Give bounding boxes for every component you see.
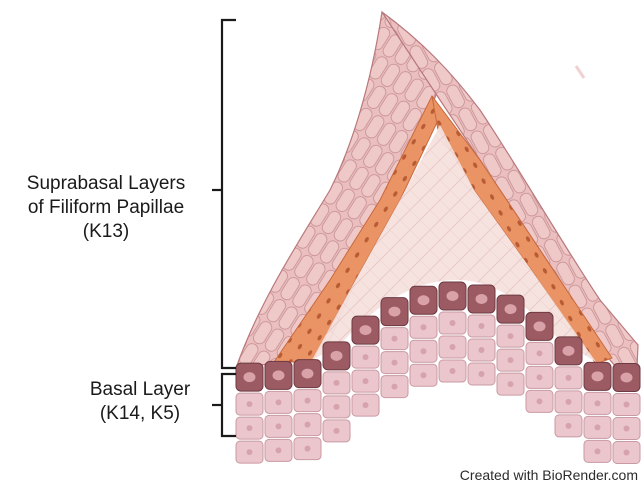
basal-cell-nucleus	[273, 370, 285, 380]
lower-cell-nucleus	[276, 447, 282, 453]
lower-cell-nucleus	[421, 372, 427, 378]
lower-cell-nucleus	[247, 449, 253, 455]
basal-cell-nucleus	[389, 307, 401, 317]
lower-cell-nucleus	[537, 374, 543, 380]
lower-cell-nucleus	[392, 360, 398, 366]
basal-cell-nucleus	[447, 291, 459, 301]
lower-cell-nucleus	[247, 401, 253, 407]
lower-cell-nucleus	[595, 400, 601, 406]
lower-cell-nucleus	[595, 448, 601, 454]
suprabasal-label-line2: of Filiform Papillae	[6, 196, 206, 220]
lower-cell-nucleus	[566, 399, 572, 405]
suprabasal-bracket	[212, 20, 236, 368]
lower-cell-nucleus	[247, 425, 253, 431]
lower-cell-nucleus	[566, 423, 572, 429]
biorender-credit: Created with BioRender.com	[460, 467, 638, 483]
lower-cell-nucleus	[276, 423, 282, 429]
basal-cell-nucleus	[592, 371, 604, 381]
suprabasal-label-line3: (K13)	[6, 220, 206, 244]
lower-cell-nucleus	[595, 424, 601, 430]
lower-cell-nucleus	[363, 378, 369, 384]
lower-cell-nucleus	[363, 354, 369, 360]
lower-cell-nucleus	[305, 398, 311, 404]
lower-cell-nucleus	[450, 344, 456, 350]
basal-cell-nucleus	[331, 351, 343, 361]
lower-cell-nucleus	[624, 426, 630, 432]
basal-cell-nucleus	[621, 373, 633, 383]
suprabasal-label-line1: Suprabasal Layers	[6, 172, 206, 196]
basal-bracket	[212, 374, 236, 436]
lower-cell-nucleus	[305, 446, 311, 452]
basal-cell-nucleus	[563, 346, 575, 356]
lower-cell-nucleus	[479, 323, 485, 329]
lower-cell-nucleus	[421, 324, 427, 330]
lower-cell-nucleus	[537, 398, 543, 404]
basal-cell-nucleus	[476, 294, 488, 304]
lower-cell-nucleus	[305, 422, 311, 428]
basal-label-line2: (K14, K5)	[80, 402, 200, 426]
lower-cell-nucleus	[624, 450, 630, 456]
lower-cell-nucleus	[392, 336, 398, 342]
faint-mark	[576, 66, 584, 78]
basal-label-line1: Basal Layer	[80, 378, 200, 402]
lower-cell-nucleus	[624, 402, 630, 408]
lower-cell-nucleus	[479, 347, 485, 353]
basal-cell-nucleus	[534, 321, 546, 331]
lower-cell-nucleus	[479, 371, 485, 377]
lower-cell-nucleus	[334, 404, 340, 410]
lower-cell-nucleus	[392, 384, 398, 390]
basal-cell-nucleus	[418, 295, 430, 305]
basal-cell-nucleus	[244, 372, 256, 382]
lower-cell-nucleus	[508, 357, 514, 363]
lower-cell-nucleus	[334, 380, 340, 386]
lower-cell-nucleus	[450, 368, 456, 374]
basal-cell-nucleus	[505, 304, 517, 314]
lower-cell-nucleus	[421, 348, 427, 354]
lower-cell-nucleus	[537, 350, 543, 356]
lower-cell-nucleus	[363, 402, 369, 408]
suprabasal-layers-label: Suprabasal Layers of Filiform Papillae (…	[6, 172, 206, 244]
lower-cell-nucleus	[276, 399, 282, 405]
lower-cell-nucleus	[508, 381, 514, 387]
lower-cell-nucleus	[566, 375, 572, 381]
lower-cell-nucleus	[508, 333, 514, 339]
basal-layer-label: Basal Layer (K14, K5)	[80, 378, 200, 426]
basal-cell-nucleus	[302, 369, 314, 379]
lower-cell-nucleus	[450, 320, 456, 326]
basal-cell-nucleus	[360, 325, 372, 335]
lower-cell-nucleus	[334, 428, 340, 434]
